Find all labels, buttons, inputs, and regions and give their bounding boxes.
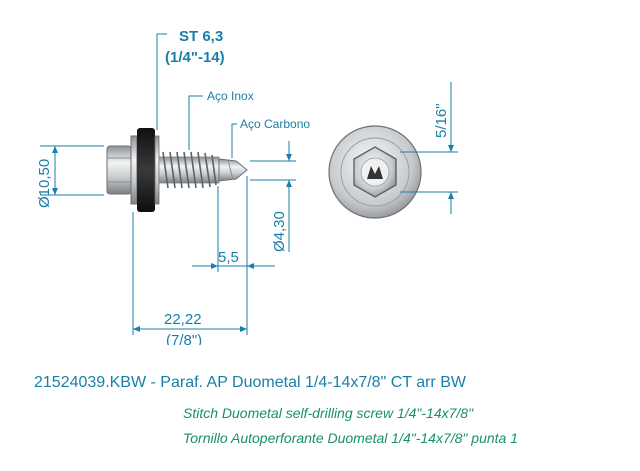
drill-length-label: 5,5: [218, 249, 239, 266]
washer-diameter-label: Ø10,50: [36, 159, 53, 208]
material-inox-label: Aço Inox: [207, 89, 254, 103]
product-description-english: Stitch Duometal self-drilling screw 1/4"…: [183, 405, 474, 421]
thread-size-imperial-label: (1/4"-14): [165, 49, 225, 66]
total-length-label: 22,22: [164, 311, 202, 328]
total-length-imperial-label: (7/8"): [166, 332, 202, 345]
thread-size-label: ST 6,3: [179, 28, 223, 45]
drill-diameter-label: Ø4,30: [271, 211, 288, 252]
hex-size-label: 5/16": [433, 103, 450, 138]
technical-drawing: ST 6,3 (1/4"-14) Aço Inox Aço Carbono Ø1…: [36, 28, 458, 345]
screw-side-view: [106, 128, 248, 212]
screw-top-view: M: [328, 125, 422, 219]
product-title: 21524039.KBW - Paraf. AP Duometal 1/4-14…: [34, 374, 466, 391]
product-description-spanish: Tornillo Autoperforante Duometal 1/4"-14…: [183, 430, 519, 446]
material-carbon-label: Aço Carbono: [240, 117, 310, 131]
